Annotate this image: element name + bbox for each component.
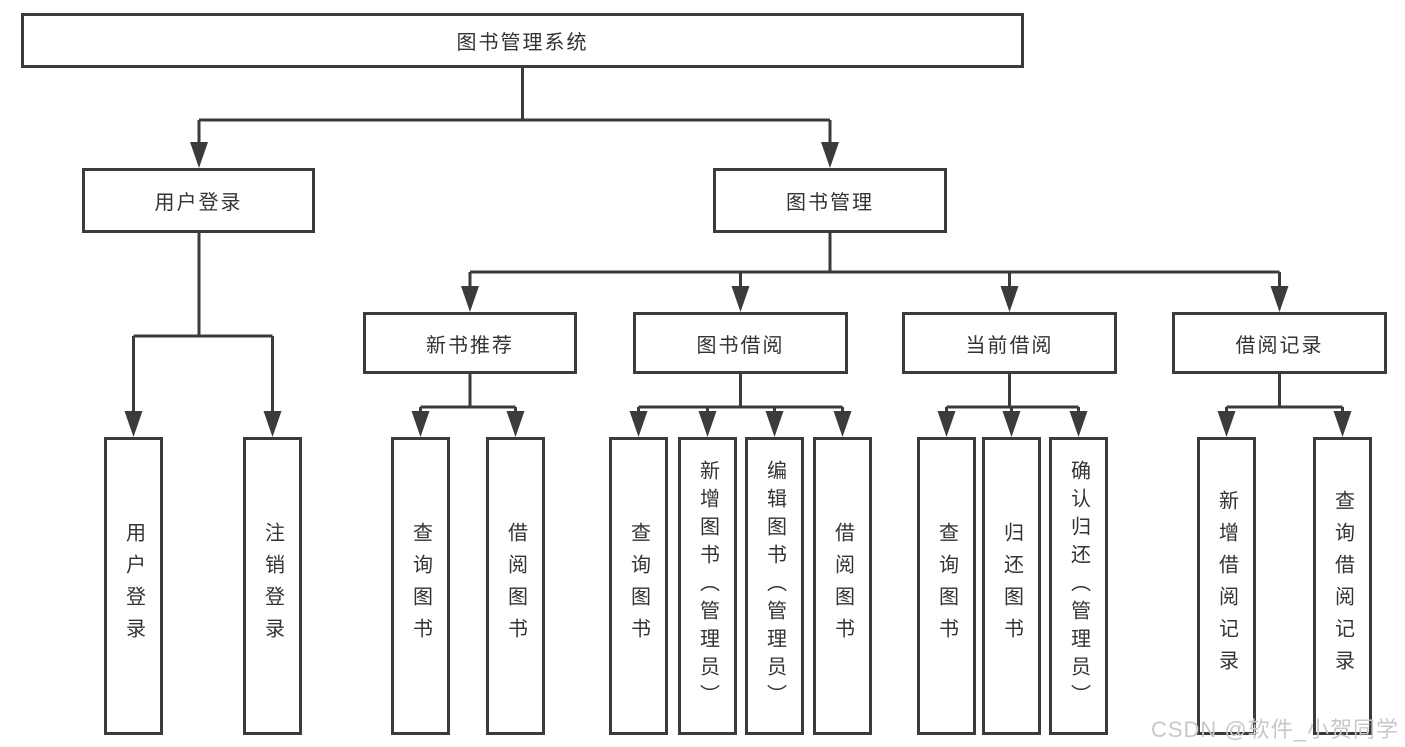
node-new-book-recommend: 新书推荐 bbox=[363, 312, 577, 374]
node-leaf-user-login: 用户登录 bbox=[104, 437, 163, 735]
connector-book-borrow-to-leaves bbox=[629, 374, 852, 437]
arrowhead bbox=[124, 411, 143, 437]
node-library-system: 图书管理系统 bbox=[21, 13, 1024, 68]
arrowhead bbox=[629, 411, 648, 437]
connector-line bbox=[637, 374, 844, 415]
node-user-login: 用户登录 bbox=[82, 168, 315, 233]
node-label: 借阅图书 bbox=[831, 522, 854, 650]
node-label: 确认归还（管理员） bbox=[1067, 460, 1090, 712]
connector-line bbox=[468, 233, 1281, 290]
node-leaf-add-book-admin: 新增图书（管理员） bbox=[678, 437, 737, 735]
node-label: 编辑图书（管理员） bbox=[763, 460, 786, 712]
connector-line bbox=[197, 68, 832, 148]
arrowhead bbox=[698, 411, 717, 437]
node-label: 图书管理 bbox=[786, 192, 874, 214]
arrowhead bbox=[1000, 286, 1019, 312]
connector-line bbox=[1225, 374, 1344, 415]
node-label: 当前借阅 bbox=[965, 334, 1054, 357]
node-book-management: 图书管理 bbox=[713, 168, 947, 233]
node-leaf-query-book-1: 查询图书 bbox=[391, 437, 450, 735]
arrowhead bbox=[937, 411, 956, 437]
node-label: 新增图书（管理员） bbox=[696, 460, 719, 712]
node-leaf-logout: 注销登录 bbox=[243, 437, 302, 735]
arrowhead bbox=[506, 411, 525, 437]
node-leaf-query-borrow-record: 查询借阅记录 bbox=[1313, 437, 1372, 735]
node-label: 注销登录 bbox=[261, 522, 284, 650]
connector-line bbox=[945, 374, 1080, 415]
arrowhead bbox=[821, 142, 839, 168]
arrowhead bbox=[1002, 411, 1021, 437]
csdn-watermark: CSDN @软件_小贺同学 bbox=[1150, 717, 1399, 742]
connector-new-book-to-leaves bbox=[411, 374, 525, 437]
arrowhead bbox=[765, 411, 784, 437]
connector-line bbox=[132, 233, 274, 415]
connector-root-to-level2 bbox=[190, 68, 839, 168]
connector-user-login-to-leaves bbox=[124, 233, 282, 437]
arrowhead bbox=[833, 411, 852, 437]
node-leaf-return-book: 归还图书 bbox=[982, 437, 1041, 735]
node-label: 查询图书 bbox=[935, 522, 958, 650]
connector-book-management-to-level3 bbox=[461, 233, 1289, 312]
node-leaf-add-borrow-record: 新增借阅记录 bbox=[1197, 437, 1256, 735]
arrowhead bbox=[731, 286, 750, 312]
node-label: 归还图书 bbox=[1000, 522, 1023, 650]
connector-borrow-records-to-leaves bbox=[1217, 374, 1352, 437]
node-label: 图书借阅 bbox=[696, 334, 785, 357]
node-leaf-confirm-return-admin: 确认归还（管理员） bbox=[1049, 437, 1108, 735]
arrowhead bbox=[1217, 411, 1236, 437]
node-leaf-query-book-3: 查询图书 bbox=[917, 437, 976, 735]
arrowhead bbox=[263, 411, 282, 437]
node-label: 新增借阅记录 bbox=[1215, 490, 1238, 682]
node-leaf-query-book-2: 查询图书 bbox=[609, 437, 668, 735]
node-current-borrow: 当前借阅 bbox=[902, 312, 1117, 374]
node-label: 查询图书 bbox=[627, 522, 650, 650]
node-book-borrow: 图书借阅 bbox=[633, 312, 848, 374]
connector-line bbox=[419, 374, 517, 415]
node-label: 查询借阅记录 bbox=[1331, 490, 1354, 682]
arrowhead bbox=[1270, 286, 1289, 312]
node-leaf-borrow-book-1: 借阅图书 bbox=[486, 437, 545, 735]
arrowhead bbox=[190, 142, 208, 168]
node-label: 新书推荐 bbox=[426, 334, 514, 357]
node-label: 借阅图书 bbox=[504, 522, 527, 650]
node-leaf-edit-book-admin: 编辑图书（管理员） bbox=[745, 437, 804, 735]
node-leaf-borrow-book-2: 借阅图书 bbox=[813, 437, 872, 735]
node-label: 图书管理系统 bbox=[456, 32, 589, 54]
node-label: 借阅记录 bbox=[1235, 334, 1324, 357]
arrowhead bbox=[461, 286, 479, 312]
arrowhead bbox=[411, 411, 430, 437]
node-label: 用户登录 bbox=[154, 192, 243, 214]
arrowhead bbox=[1333, 411, 1352, 437]
node-borrow-records: 借阅记录 bbox=[1172, 312, 1387, 374]
arrowhead bbox=[1069, 411, 1088, 437]
node-label: 查询图书 bbox=[409, 522, 432, 650]
connector-current-borrow-to-leaves bbox=[937, 374, 1088, 437]
node-label: 用户登录 bbox=[122, 522, 145, 650]
